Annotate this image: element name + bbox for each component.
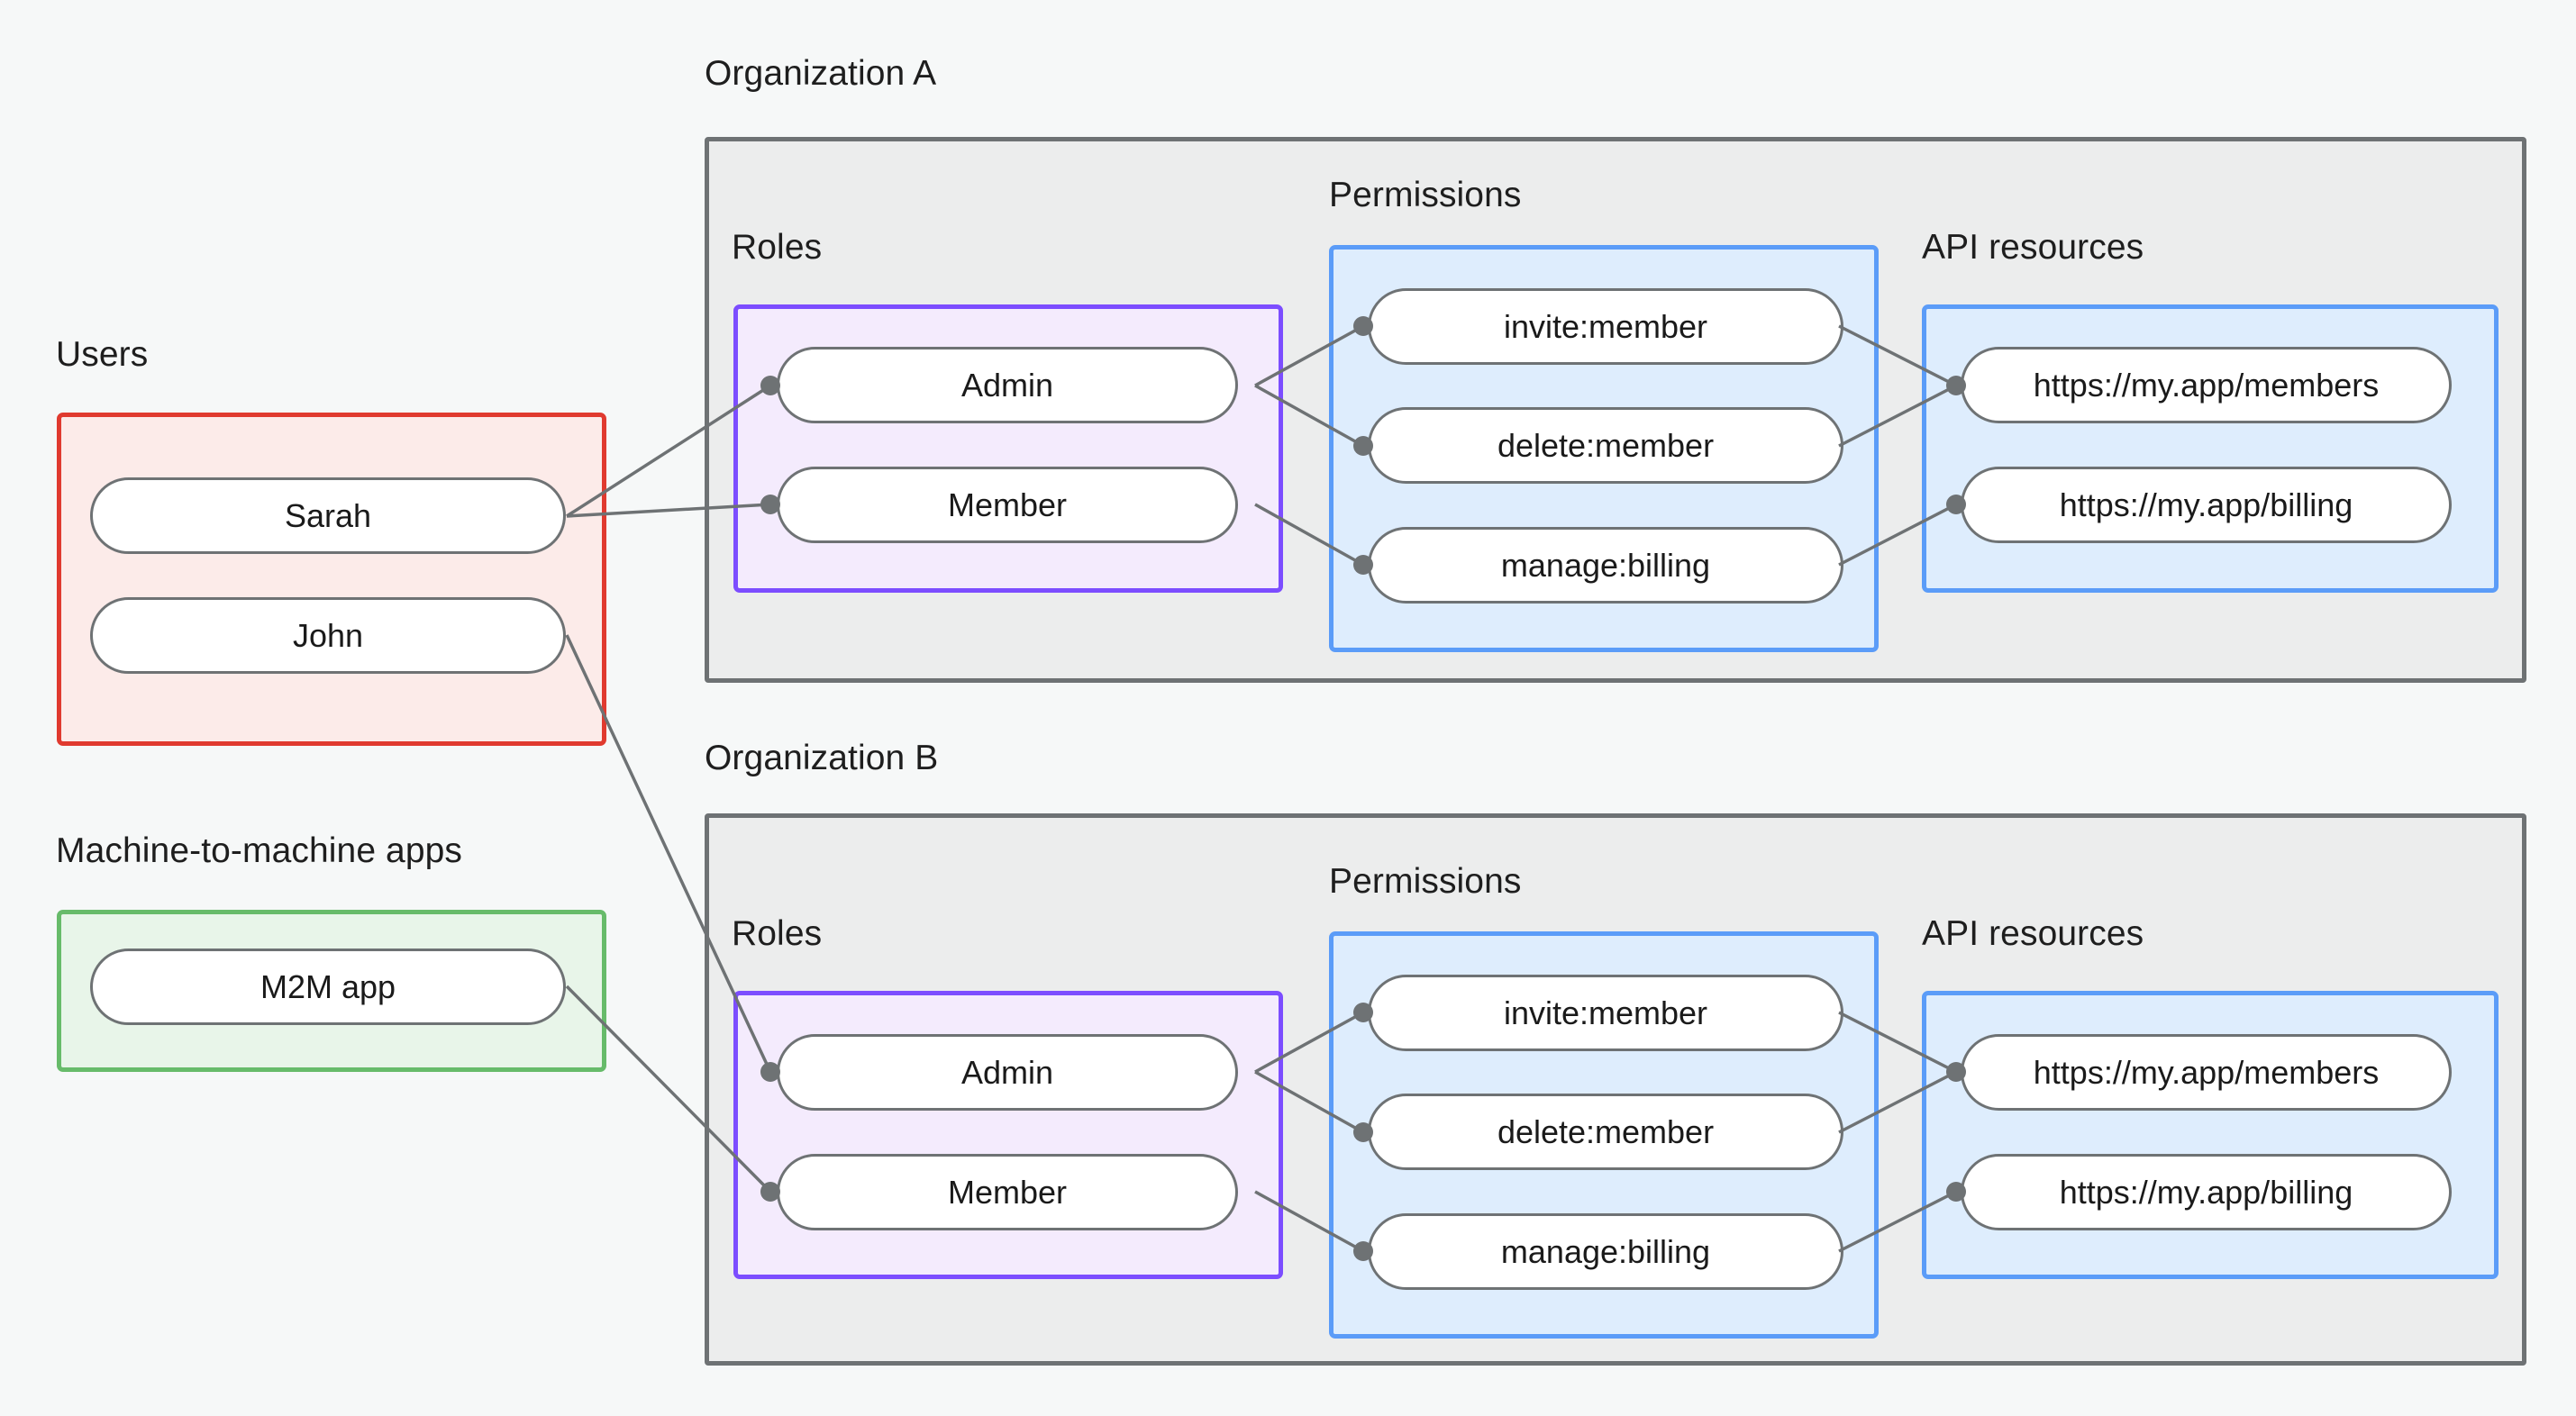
- org-a-role-member[interactable]: Member: [777, 467, 1238, 543]
- pill-label: delete:member: [1497, 426, 1715, 464]
- pill-label: https://my.app/billing: [2059, 486, 2353, 523]
- org-b-permissions-label: Permissions: [1329, 862, 1522, 901]
- org-a-role-admin[interactable]: Admin: [777, 347, 1238, 423]
- org-a-roles-label: Roles: [732, 228, 823, 267]
- org-a-permission-manage-billing[interactable]: manage:billing: [1368, 527, 1843, 604]
- org-b-roles-label: Roles: [732, 914, 823, 953]
- pill-label: delete:member: [1497, 1112, 1715, 1150]
- org-b-api-label: API resources: [1922, 914, 2144, 953]
- org-a-api-label: API resources: [1922, 228, 2144, 267]
- pill-label: Member: [947, 486, 1068, 523]
- pill-label: invite:member: [1503, 307, 1708, 345]
- m2m-label: Machine-to-machine apps: [56, 831, 463, 870]
- pill-label: M2M app: [259, 967, 396, 1005]
- users-label: Users: [56, 335, 149, 374]
- pill-label: https://my.app/billing: [2059, 1173, 2353, 1211]
- pill-label: https://my.app/members: [2033, 366, 2380, 404]
- pill-label: Admin: [960, 1053, 1054, 1091]
- org-a-permissions-label: Permissions: [1329, 176, 1522, 214]
- org-a-permission-delete-member[interactable]: delete:member: [1368, 407, 1843, 484]
- org-a-title: Organization A: [705, 54, 937, 93]
- org-b-permission-invite-member[interactable]: invite:member: [1368, 975, 1843, 1051]
- org-a-api-members[interactable]: https://my.app/members: [1961, 347, 2452, 423]
- org-b-api-billing[interactable]: https://my.app/billing: [1961, 1154, 2452, 1230]
- user-john[interactable]: John: [90, 597, 566, 674]
- pill-label: John: [292, 616, 364, 654]
- pill-label: Admin: [960, 366, 1054, 404]
- org-b-api-members[interactable]: https://my.app/members: [1961, 1034, 2452, 1111]
- org-b-role-admin[interactable]: Admin: [777, 1034, 1238, 1111]
- pill-label: https://my.app/members: [2033, 1053, 2380, 1091]
- m2m-app[interactable]: M2M app: [90, 949, 566, 1025]
- pill-label: Member: [947, 1173, 1068, 1211]
- pill-label: manage:billing: [1500, 1232, 1711, 1270]
- org-b-permission-manage-billing[interactable]: manage:billing: [1368, 1213, 1843, 1290]
- org-b-role-member[interactable]: Member: [777, 1154, 1238, 1230]
- pill-label: manage:billing: [1500, 546, 1711, 584]
- pill-label: invite:member: [1503, 994, 1708, 1031]
- org-b-title: Organization B: [705, 739, 939, 777]
- org-a-permission-invite-member[interactable]: invite:member: [1368, 288, 1843, 365]
- org-a-api-billing[interactable]: https://my.app/billing: [1961, 467, 2452, 543]
- org-b-permission-delete-member[interactable]: delete:member: [1368, 1094, 1843, 1170]
- user-sarah[interactable]: Sarah: [90, 477, 566, 554]
- pill-label: Sarah: [284, 496, 372, 534]
- users-box: [57, 413, 606, 746]
